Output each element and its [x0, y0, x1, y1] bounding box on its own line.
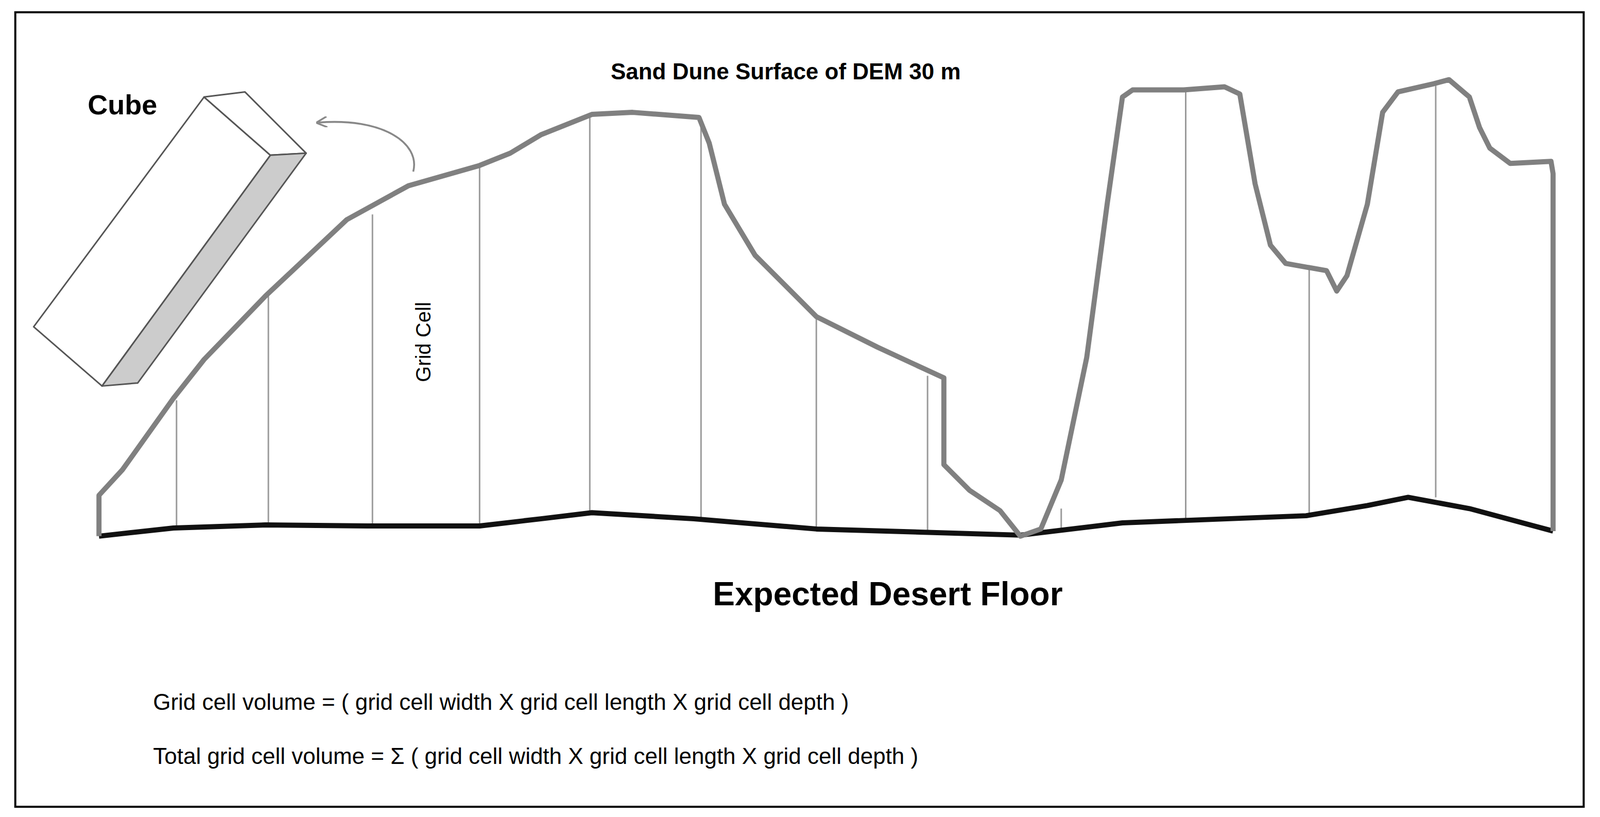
floor-label: Expected Desert Floor	[712, 575, 1063, 612]
formula-text: Total grid cell volume = Σ ( grid cell w…	[152, 743, 919, 769]
cube-label: Cube	[87, 89, 158, 120]
title-label: Sand Dune Surface of DEM 30 m	[610, 59, 961, 84]
frame-border	[15, 12, 1585, 807]
formula-text: Grid cell volume = ( grid cell width X g…	[152, 689, 849, 715]
desert-floor-line	[98, 496, 1554, 536]
cube-arrow	[318, 122, 415, 172]
cube-symbol	[33, 91, 306, 386]
grid-cell-label: Grid Cell	[411, 301, 435, 383]
dune-surface-line	[98, 79, 1554, 537]
